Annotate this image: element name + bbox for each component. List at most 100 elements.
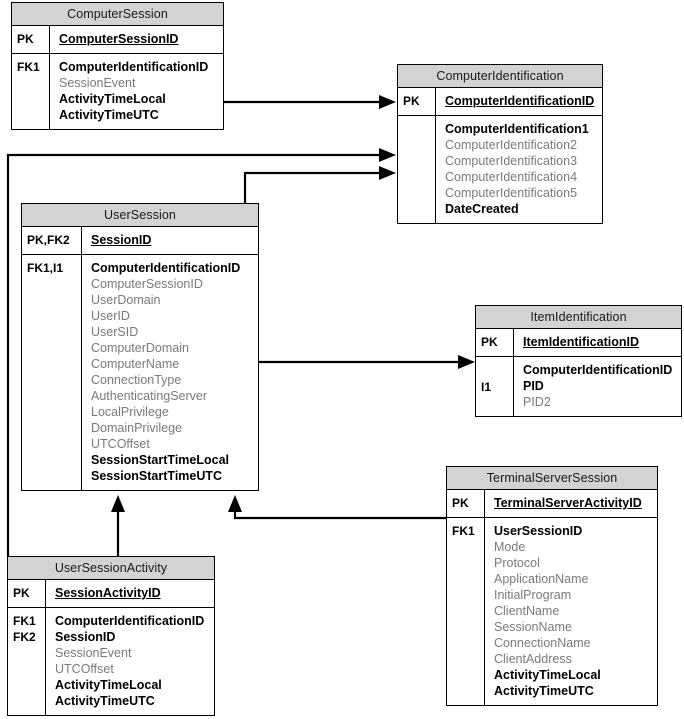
attribute-list: ComputerIdentificationID SessionEvent Ac…	[50, 54, 223, 129]
attribute-row: ActivityTimeLocal	[494, 668, 601, 682]
entity-title-computeridentification: ComputerIdentification	[398, 65, 602, 88]
attribute-row: SessionEvent	[55, 646, 132, 660]
attribute-row: PID2	[523, 395, 551, 409]
entity-pk-section-computersession: PK ComputerSessionID	[12, 26, 223, 54]
attribute-row: Mode	[494, 540, 526, 554]
entity-body-section-itemidentification: I1 ComputerIdentificationID PID PID2	[476, 357, 681, 416]
attribute-row: SessionName	[494, 620, 572, 634]
relationship-terminalserversession-usersession	[228, 495, 446, 520]
entity-title-itemidentification: ItemIdentification	[476, 306, 681, 329]
attribute-row: SessionEvent	[59, 76, 136, 90]
attribute-row: Protocol	[494, 556, 540, 570]
entity-title-usersessionactivity: UserSessionActivity	[8, 557, 214, 580]
attribute-row: SessionStartTimeUTC	[91, 469, 223, 483]
attribute-row: ClientAddress	[494, 652, 572, 666]
key-column-fk: FK1,I1	[22, 255, 82, 490]
entity-body-section-usersessionactivity: FK1 FK2 ComputerIdentificationID Session…	[8, 608, 214, 715]
relationship-usersession-itemidentification	[259, 355, 475, 369]
entity-pk-section-usersession: PK,FK2 SessionID	[22, 227, 258, 255]
attribute-row: ComputerIdentification3	[445, 154, 578, 168]
key-column-pk: PK	[398, 88, 436, 115]
attribute-row: AuthenticatingServer	[91, 389, 208, 403]
attribute-list: ComputerIdentificationID PID PID2	[514, 357, 681, 416]
attribute-row: SessionStartTimeLocal	[91, 453, 230, 467]
attribute-row: ComputerIdentification1	[445, 122, 589, 136]
attribute-row: ConnectionName	[494, 636, 591, 650]
attribute-row: ComputerName	[91, 357, 180, 371]
attribute-row: ConnectionType	[91, 373, 182, 387]
key-column-pk: PK,FK2	[22, 227, 82, 254]
attribute-list: UserSessionID Mode Protocol ApplicationN…	[485, 518, 657, 705]
attribute-row: ActivityTimeUTC	[59, 108, 159, 122]
attribute-row: ComputerIdentification2	[445, 138, 578, 152]
attribute-row: UserSessionID	[494, 524, 583, 538]
key-column-fk: FK1	[447, 518, 485, 705]
entity-body-section-computeridentification: ComputerIdentification1 ComputerIdentifi…	[398, 116, 602, 223]
attribute-row: PID	[523, 379, 544, 393]
attribute-row: ComputerIdentificationID	[59, 60, 209, 74]
pk-attribute: ComputerIdentificationID	[445, 94, 595, 108]
entity-usersessionactivity[interactable]: UserSessionActivity PK SessionActivityID…	[7, 556, 215, 716]
entity-body-section-usersession: FK1,I1 ComputerIdentificationID Computer…	[22, 255, 258, 490]
pk-attribute: TerminalServerActivityID	[494, 496, 642, 510]
entity-body-section-computersession: FK1 ComputerIdentificationID SessionEven…	[12, 54, 223, 129]
pk-attribute-list: TerminalServerActivityID	[485, 490, 657, 517]
key-column-fk: FK1	[12, 54, 50, 129]
attribute-row: DateCreated	[445, 202, 519, 216]
pk-attribute: SessionActivityID	[55, 586, 161, 600]
key-column-pk: PK	[476, 329, 514, 356]
pk-attribute-list: ComputerIdentificationID	[436, 88, 602, 115]
attribute-row: ComputerIdentificationID	[55, 614, 205, 628]
key-column-index: I1	[476, 357, 514, 416]
key-column-fk: FK1 FK2	[8, 608, 46, 715]
attribute-row: ActivityTimeUTC	[494, 684, 594, 698]
entity-computeridentification[interactable]: ComputerIdentification PK ComputerIdenti…	[397, 64, 603, 224]
attribute-row: UTCOffset	[91, 437, 150, 451]
attribute-row: ActivityTimeUTC	[55, 694, 155, 708]
pk-attribute-list: ItemIdentificationID	[514, 329, 681, 356]
entity-pk-section-computeridentification: PK ComputerIdentificationID	[398, 88, 602, 116]
entity-itemidentification[interactable]: ItemIdentification PK ItemIdentification…	[475, 305, 682, 417]
entity-usersession[interactable]: UserSession PK,FK2 SessionID FK1,I1 Comp…	[21, 203, 259, 491]
attribute-row: UTCOffset	[55, 662, 114, 676]
attribute-row: ComputerIdentificationID	[523, 363, 673, 377]
entity-pk-section-itemidentification: PK ItemIdentificationID	[476, 329, 681, 357]
attribute-row: InitialProgram	[494, 588, 572, 602]
entity-pk-section-terminalserversession: PK TerminalServerActivityID	[447, 490, 657, 518]
attribute-row: UserID	[91, 309, 130, 323]
attribute-list: ComputerIdentificationID ComputerSession…	[82, 255, 258, 490]
entity-terminalserversession[interactable]: TerminalServerSession PK TerminalServerA…	[446, 466, 658, 706]
attribute-row: UserSID	[91, 325, 139, 339]
attribute-list: ComputerIdentification1 ComputerIdentifi…	[436, 116, 602, 223]
attribute-list: ComputerIdentificationID SessionID Sessi…	[46, 608, 214, 715]
entity-title-computersession: ComputerSession	[12, 3, 223, 26]
attribute-row: ActivityTimeLocal	[55, 678, 162, 692]
entity-body-section-terminalserversession: FK1 UserSessionID Mode Protocol Applicat…	[447, 518, 657, 705]
pk-attribute: ItemIdentificationID	[523, 335, 639, 349]
attribute-row: LocalPrivilege	[91, 405, 169, 419]
attribute-row: ClientName	[494, 604, 560, 618]
pk-attribute-list: SessionActivityID	[46, 580, 214, 607]
entity-pk-section-usersessionactivity: PK SessionActivityID	[8, 580, 214, 608]
pk-attribute-list: ComputerSessionID	[50, 26, 223, 53]
entity-computersession[interactable]: ComputerSession PK ComputerSessionID FK1…	[11, 2, 224, 130]
attribute-row: ComputerSessionID	[91, 277, 203, 291]
pk-attribute: ComputerSessionID	[59, 32, 179, 46]
attribute-row: ComputerIdentificationID	[91, 261, 241, 275]
pk-attribute: SessionID	[91, 233, 152, 247]
key-column-pk: PK	[12, 26, 50, 53]
entity-title-terminalserversession: TerminalServerSession	[447, 467, 657, 490]
entity-title-usersession: UserSession	[22, 204, 258, 227]
relationship-usersession-computeridentification	[243, 166, 396, 203]
attribute-row: ComputerIdentification5	[445, 186, 578, 200]
attribute-row: UserDomain	[91, 293, 161, 307]
key-column-pk: PK	[447, 490, 485, 517]
attribute-row: ComputerIdentification4	[445, 170, 578, 184]
relationship-computersession-computeridentification	[224, 95, 396, 109]
relationship-usersessionactivity-usersession	[111, 495, 125, 556]
pk-attribute-list: SessionID	[82, 227, 258, 254]
attribute-row: DomainPrivilege	[91, 421, 183, 435]
attribute-row: ActivityTimeLocal	[59, 92, 166, 106]
key-column-pk: PK	[8, 580, 46, 607]
